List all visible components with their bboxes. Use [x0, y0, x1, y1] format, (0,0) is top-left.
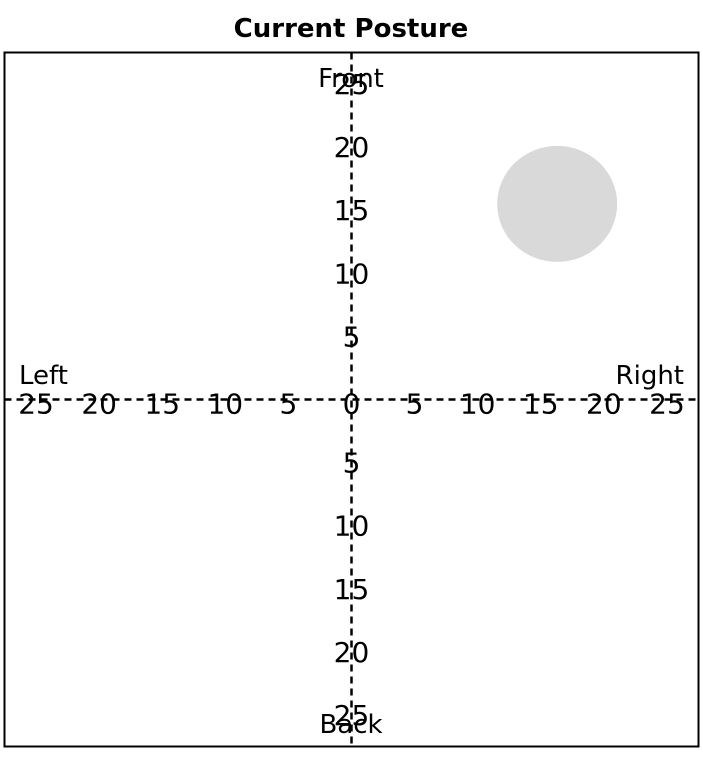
x-tick-label: 20 — [586, 388, 622, 421]
right-label: Right — [616, 361, 684, 391]
y-tick-label: 25 — [334, 68, 370, 101]
x-tick-label: 10 — [207, 388, 243, 421]
axes — [4, 52, 699, 747]
x-tick-label: 10 — [460, 388, 496, 421]
front-label: Front — [318, 64, 384, 94]
x-tick-label: 20 — [81, 388, 117, 421]
y-tick-label: 20 — [334, 636, 370, 669]
tick-labels: 25 20 15 10 5 0 5 10 15 20 25 25 20 15 10 5 5 10 15 20 25 — [18, 68, 685, 732]
x-tick-label: 5 — [406, 388, 424, 421]
y-tick-label: 15 — [334, 573, 370, 606]
x-tick-label: 5 — [279, 388, 297, 421]
posture-points — [497, 145, 618, 262]
posture-point-0 — [497, 145, 618, 262]
y-tick-label: 5 — [343, 320, 361, 353]
x-tick-label: 0 — [343, 388, 361, 421]
y-tick-label: 10 — [334, 257, 370, 290]
y-tick-label: 5 — [343, 447, 361, 480]
x-tick-label: 25 — [18, 388, 54, 421]
y-tick-label: 25 — [334, 699, 370, 732]
back-label: Back — [319, 710, 382, 740]
x-tick-label: 15 — [523, 388, 559, 421]
x-tick-label: 15 — [144, 388, 180, 421]
y-tick-label: 20 — [334, 131, 370, 164]
y-tick-label: 10 — [334, 510, 370, 543]
left-label: Left — [19, 361, 68, 391]
x-tick-label: 25 — [649, 388, 685, 421]
y-tick-label: 15 — [334, 194, 370, 227]
chart-title: Current Posture — [234, 14, 469, 44]
